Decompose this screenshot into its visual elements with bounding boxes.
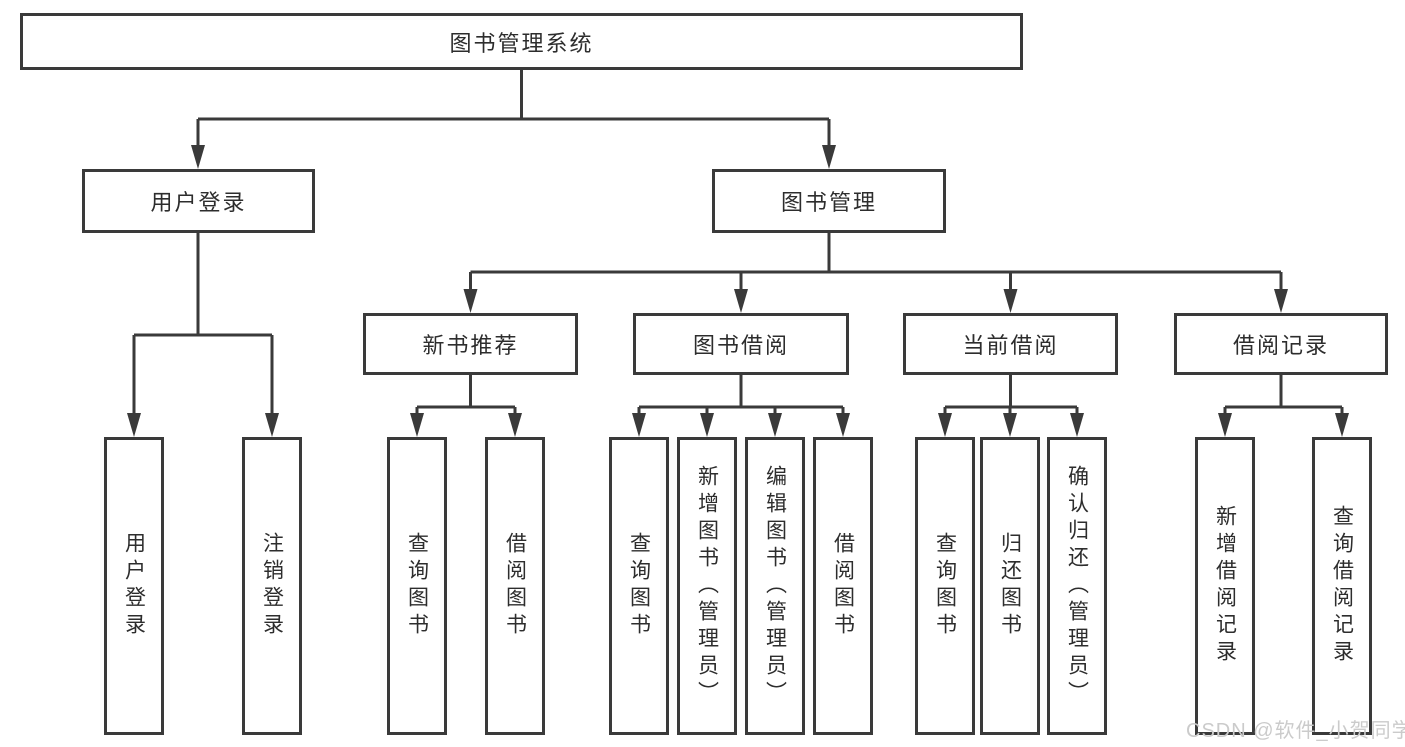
leaf-recommend-borrow-books-label: 借阅图书 xyxy=(503,532,527,640)
leaf-borrow-edit-books-admin-label: 编辑图书（管理员） xyxy=(763,464,787,708)
watermark: CSDN @软件_小贺同学 xyxy=(1186,720,1405,742)
leaf-current-return-books-label: 归还图书 xyxy=(998,532,1022,640)
node-book-borrow-label: 图书借阅 xyxy=(692,333,789,358)
leaf-records-query-record: 查询借阅记录 xyxy=(1312,437,1372,735)
leaf-logout-label: 注销登录 xyxy=(260,532,284,640)
node-borrow-records: 借阅记录 xyxy=(1174,313,1388,375)
leaf-recommend-query-books: 查询图书 xyxy=(387,437,447,735)
node-book-management-label: 图书管理 xyxy=(780,190,877,215)
leaf-current-query-books: 查询图书 xyxy=(915,437,975,735)
node-new-book-recommend: 新书推荐 xyxy=(363,313,578,375)
node-borrow-records-label: 借阅记录 xyxy=(1232,333,1329,358)
leaf-records-query-record-label: 查询借阅记录 xyxy=(1330,505,1354,667)
leaf-borrow-borrow-books: 借阅图书 xyxy=(813,437,873,735)
leaf-user-login: 用户登录 xyxy=(104,437,164,735)
leaf-current-query-books-label: 查询图书 xyxy=(933,532,957,640)
leaf-recommend-borrow-books: 借阅图书 xyxy=(485,437,545,735)
leaf-borrow-borrow-books-label: 借阅图书 xyxy=(831,532,855,640)
leaf-user-login-label: 用户登录 xyxy=(122,532,146,640)
leaf-recommend-query-books-label: 查询图书 xyxy=(405,532,429,640)
leaf-current-confirm-return-admin: 确认归还（管理员） xyxy=(1047,437,1107,735)
leaf-borrow-query-books-label: 查询图书 xyxy=(627,532,651,640)
leaf-records-add-record-label: 新增借阅记录 xyxy=(1213,505,1237,667)
node-book-borrow: 图书借阅 xyxy=(633,313,849,375)
node-book-management: 图书管理 xyxy=(712,169,946,233)
node-new-book-recommend-label: 新书推荐 xyxy=(422,333,519,358)
node-user-login-label: 用户登录 xyxy=(150,190,247,215)
leaf-borrow-add-books-admin: 新增图书（管理员） xyxy=(677,437,737,735)
leaf-logout: 注销登录 xyxy=(242,437,302,735)
leaf-borrow-query-books: 查询图书 xyxy=(609,437,669,735)
node-root: 图书管理系统 xyxy=(20,13,1023,70)
node-current-borrow: 当前借阅 xyxy=(903,313,1118,375)
leaf-records-add-record: 新增借阅记录 xyxy=(1195,437,1255,735)
leaf-borrow-edit-books-admin: 编辑图书（管理员） xyxy=(745,437,805,735)
node-root-label: 图书管理系统 xyxy=(449,30,594,56)
node-user-login: 用户登录 xyxy=(82,169,315,233)
node-current-borrow-label: 当前借阅 xyxy=(962,333,1059,358)
leaf-current-confirm-return-admin-label: 确认归还（管理员） xyxy=(1065,464,1089,708)
leaf-current-return-books: 归还图书 xyxy=(980,437,1040,735)
leaf-borrow-add-books-admin-label: 新增图书（管理员） xyxy=(695,464,719,708)
